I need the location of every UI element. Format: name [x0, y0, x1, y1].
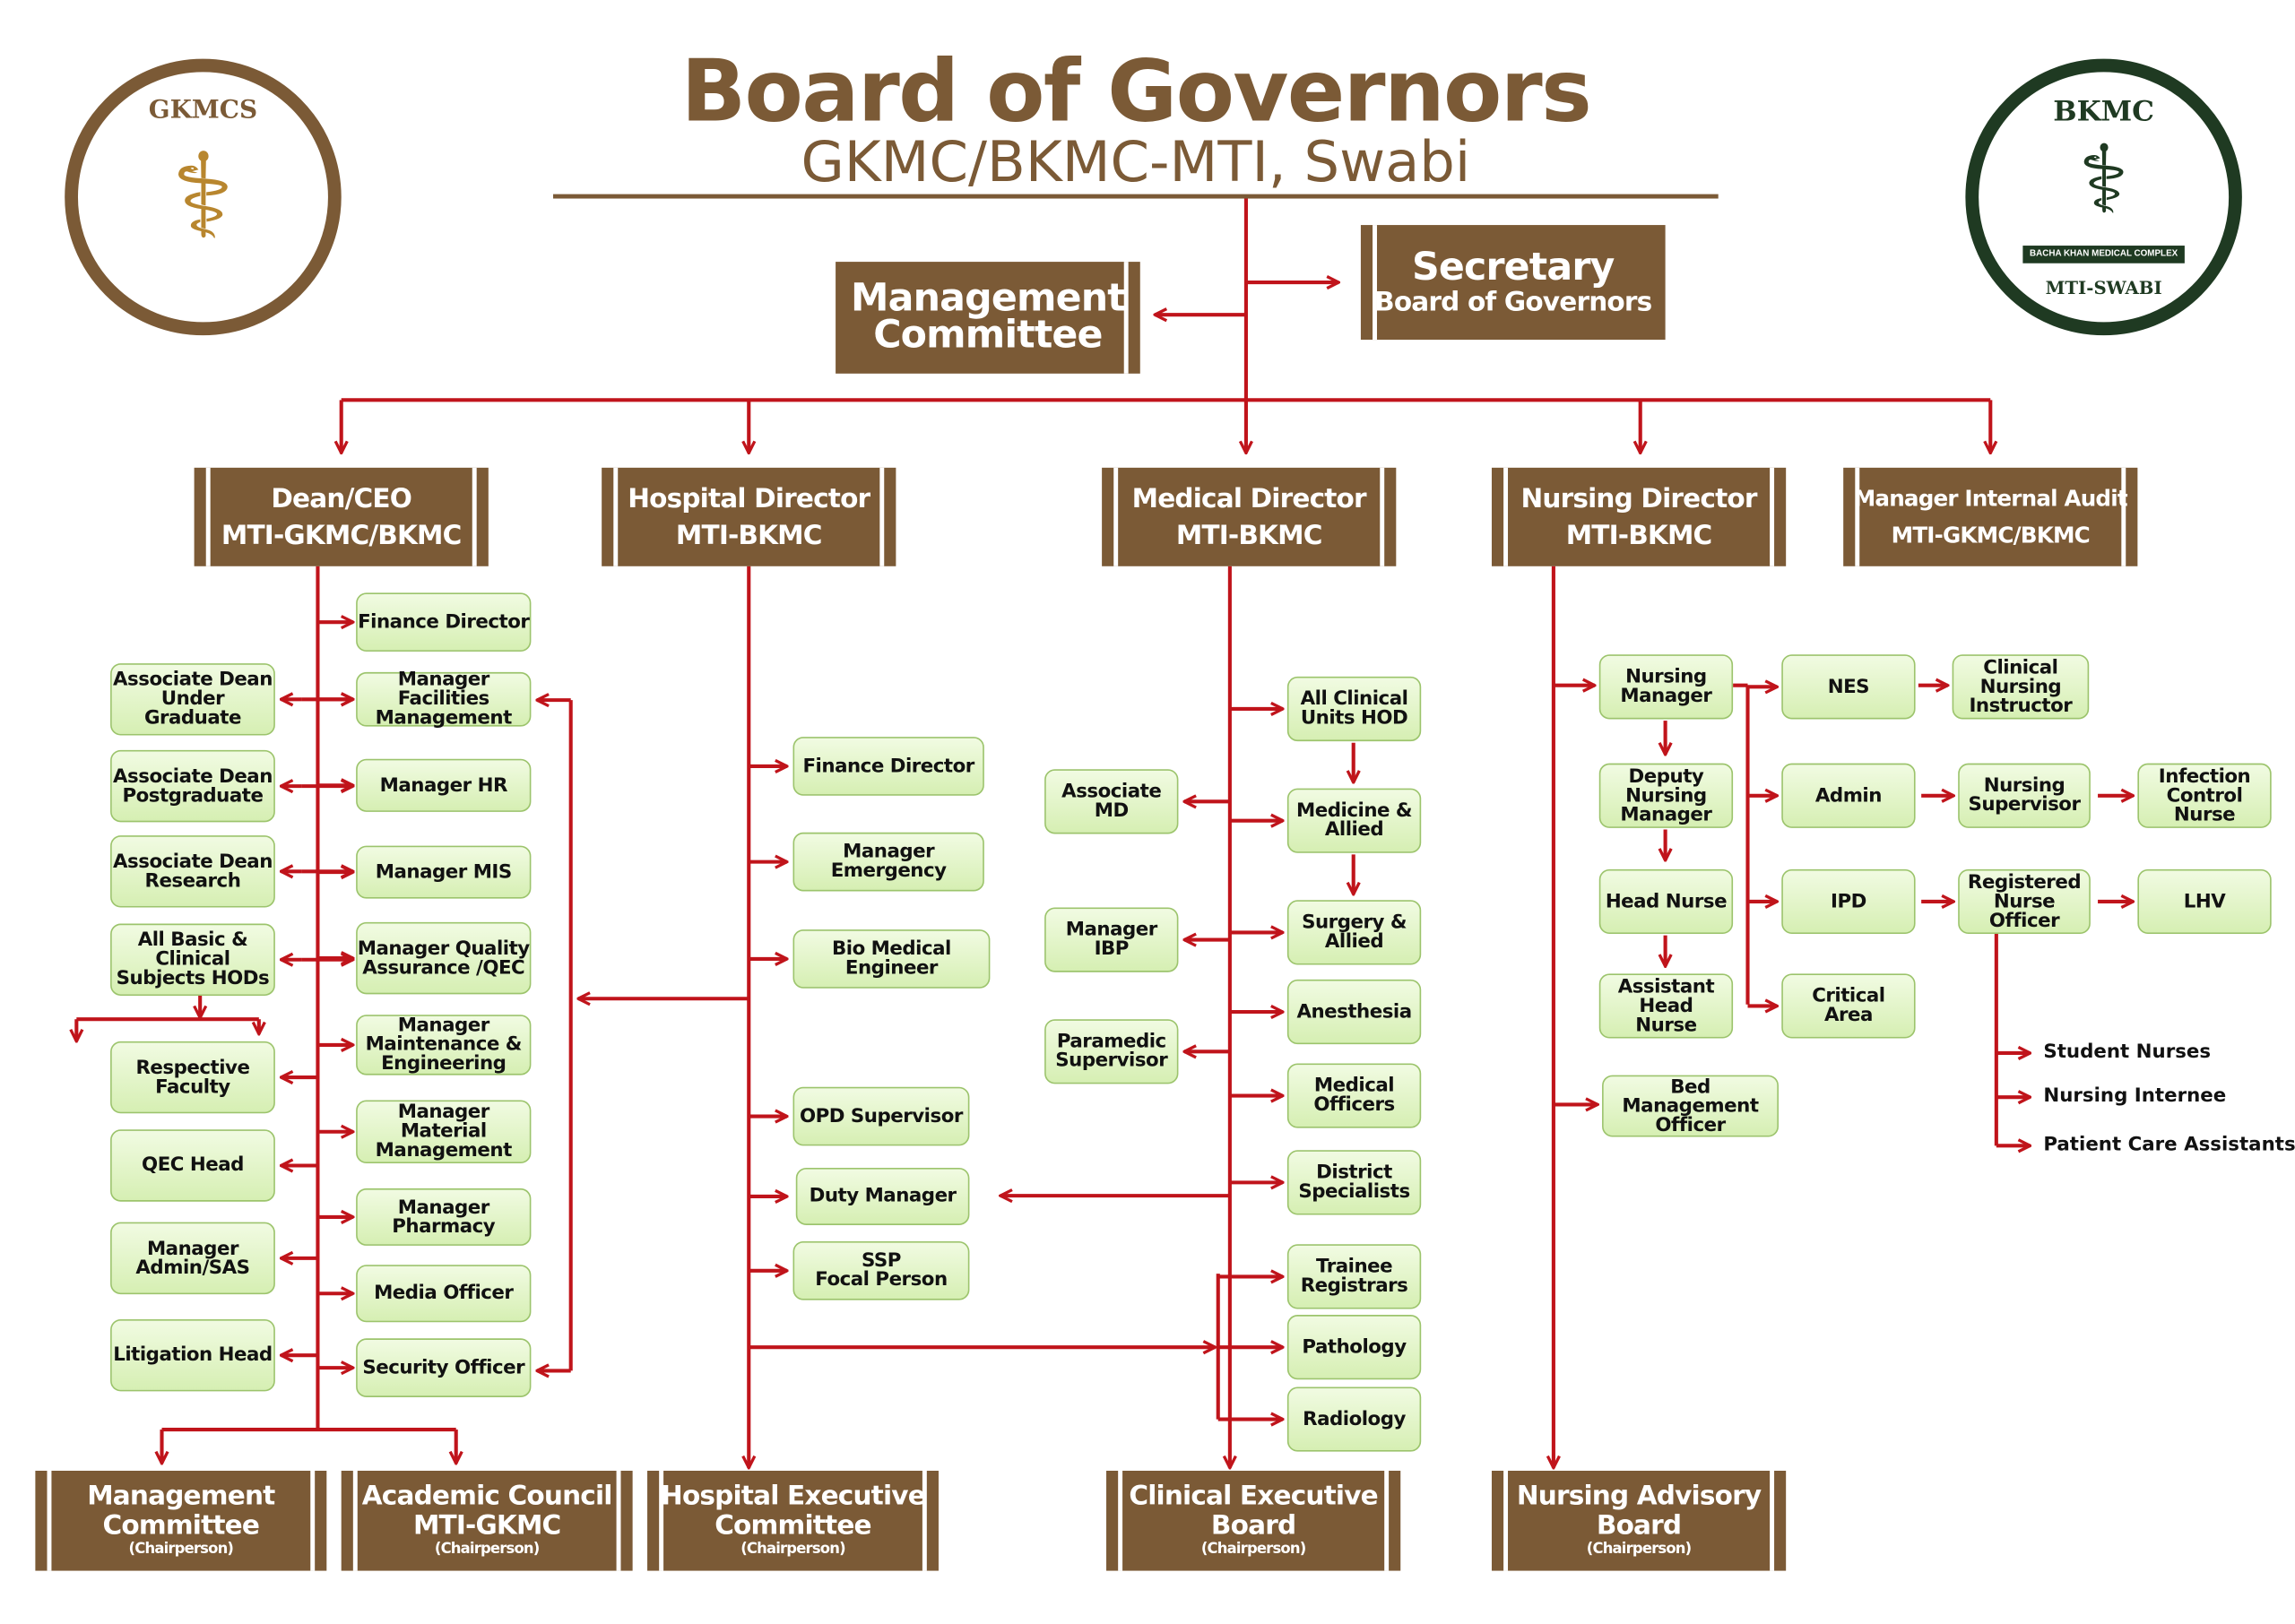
hospital-staff-box: SSP Focal Person	[792, 1241, 970, 1300]
caduceus-icon: ⚕	[170, 131, 235, 263]
hospital-director-box-title: Hospital Director	[628, 483, 870, 514]
hospital-staff-box: Manager Emergency	[792, 832, 984, 892]
medical-staff-box: Manager IBP	[1044, 907, 1179, 972]
registered-nurse-officer-box: Registered Nurse Officer	[1958, 868, 2091, 935]
clinical-nursing-instructor-box: Clinical Nursing Instructor	[1952, 654, 2090, 720]
management-committee-chair-chairperson: (Chairperson)	[128, 1541, 234, 1558]
nursing-director-box-sub: MTI-BKMC	[1565, 520, 1713, 551]
nursing-subordinate-label: Nursing Internee	[2043, 1085, 2227, 1108]
dean-academic-box: Associate Dean Under Graduate	[110, 663, 275, 736]
dean-academic-box: Associate Dean Research	[110, 835, 275, 908]
medical-unit-box: Surgery & Allied	[1286, 900, 1422, 965]
hospital-staff-box: Finance Director	[792, 737, 984, 796]
dean-staff-box: Security Officer	[356, 1338, 532, 1397]
medical-unit-box: District Specialists	[1286, 1150, 1422, 1215]
lhv-box: LHV	[2137, 868, 2272, 935]
dean-staff-box: Manager Material Management	[356, 1100, 532, 1164]
medical-unit-box: All Clinical Units HOD	[1286, 676, 1422, 742]
dean-staff-box: Manager HR	[356, 758, 532, 812]
dean-academic-box: Manager Admin/SAS	[110, 1222, 275, 1295]
management-committee-chair-title: Management Committee	[87, 1481, 275, 1542]
nursing-chain-box: Assistant Head Nurse	[1598, 973, 1734, 1039]
medical-director-box-sub: MTI-BKMC	[1175, 520, 1323, 551]
nursing-advisory-board-chairperson: (Chairperson)	[1586, 1541, 1692, 1558]
nursing-director-box-title: Nursing Director	[1520, 483, 1758, 514]
nursing-advisory-board-box: Nursing Advisory Board(Chairperson)	[1491, 1471, 1787, 1571]
medical-staff-box: Paramedic Supervisor	[1044, 1019, 1179, 1084]
infection-control-nurse-box: Infection Control Nurse	[2137, 763, 2272, 828]
title-divider	[553, 194, 1719, 199]
hospital-executive-committee-box: Hospital Executive Committee(Chairperson…	[647, 1471, 939, 1571]
secretary-title: Secretary	[1411, 246, 1615, 290]
medical-unit-box: Pathology	[1286, 1315, 1422, 1380]
management-committee-chair-box: Management Committee(Chairperson)	[35, 1471, 327, 1571]
nursing-branch-box: IPD	[1781, 868, 1916, 935]
bkmc-logo-bottom: MTI-SWABI	[2045, 278, 2162, 299]
nursing-branch-box: Admin	[1781, 763, 1916, 828]
dean-staff-box: Manager MIS	[356, 845, 532, 899]
dean-staff-box: Manager Maintenance & Engineering	[356, 1015, 532, 1075]
medical-unit-box: Medical Officers	[1286, 1063, 1422, 1128]
dean-staff-box: Media Officer	[356, 1265, 532, 1323]
page-subtitle: GKMC/BKMC-MTI, Swabi	[801, 129, 1471, 194]
dean-academic-box: Respective Faculty	[110, 1041, 275, 1114]
nursing-chain-box: Head Nurse	[1598, 868, 1734, 935]
nursing-chain-box: Deputy Nursing Manager	[1598, 763, 1734, 828]
bed-management-officer-box: Bed Management Officer	[1602, 1075, 1779, 1137]
dean-academic-box: Litigation Head	[110, 1318, 275, 1392]
hospital-executive-committee-chairperson: (Chairperson)	[740, 1541, 845, 1558]
medical-unit-box: Trainee Registrars	[1286, 1244, 1422, 1309]
medical-unit-box: Radiology	[1286, 1386, 1422, 1452]
academic-council-chairperson: (Chairperson)	[434, 1541, 540, 1558]
bkmc-logo-banner: BACHA KHAN MEDICAL COMPLEX	[2022, 246, 2185, 263]
clinical-executive-board-chairperson: (Chairperson)	[1200, 1541, 1306, 1558]
dean-staff-box: Manager Pharmacy	[356, 1188, 532, 1246]
dean-staff-box: Manager Facilities Management	[356, 670, 532, 728]
nursing-supervisor-box: Nursing Supervisor	[1958, 763, 2091, 828]
dean-academic-box: Associate Dean Postgraduate	[110, 749, 275, 823]
nursing-subordinate-label: Patient Care Assistants	[2043, 1134, 2295, 1156]
dean-staff-box: Finance Director	[356, 592, 532, 652]
nursing-branch-box: NES	[1781, 654, 1916, 720]
secretary-subtitle: Board of Governors	[1374, 286, 1652, 318]
gkmcs-logo-name: GKMCS	[148, 95, 258, 125]
manager-internal-audit-box-sub: MTI-GKMC/BKMC	[1891, 521, 2091, 549]
manager-internal-audit-box-title: Manager Internal Audit	[1853, 484, 2128, 512]
hospital-staff-box: Bio Medical Engineer	[792, 929, 991, 989]
bkmc-logo-name: BKMC	[2053, 95, 2155, 128]
hospital-director-box-sub: MTI-BKMC	[675, 520, 823, 551]
hospital-staff-box: OPD Supervisor	[792, 1086, 970, 1146]
caduceus-icon: ⚕	[2078, 126, 2130, 233]
medical-staff-box: Associate MD	[1044, 769, 1179, 834]
dean-academic-box: QEC Head	[110, 1129, 275, 1202]
page-title: Board of Governors	[680, 40, 1592, 142]
hospital-executive-committee-title: Hospital Executive Committee	[661, 1481, 926, 1542]
dean-academic-box: All Basic & Clinical Subjects HODs	[110, 923, 275, 996]
management-committee-box: Management Committee	[836, 262, 1140, 374]
nursing-subordinate-label: Student Nurses	[2043, 1041, 2212, 1064]
academic-council-title: Academic Council MTI-GKMC	[361, 1481, 613, 1542]
nursing-advisory-board-title: Nursing Advisory Board	[1516, 1481, 1762, 1542]
dean-ceo-box: Dean/CEO MTI-GKMC/BKMC	[194, 467, 489, 566]
medical-unit-box: Medicine & Allied	[1286, 788, 1422, 853]
hospital-staff-box: Duty Manager	[795, 1167, 970, 1225]
management-committee-label: Management Committee	[850, 276, 1126, 358]
medical-director-box-title: Medical Director	[1131, 483, 1367, 514]
nursing-chain-box: Nursing Manager	[1598, 654, 1734, 720]
medical-unit-box: Anesthesia	[1286, 979, 1422, 1045]
clinical-executive-board-title: Clinical Executive Board	[1129, 1481, 1378, 1542]
dean-staff-box: Manager Quality Assurance /QEC	[356, 921, 532, 995]
dean-ceo-box-title: Dean/CEO	[271, 483, 412, 514]
dean-ceo-box-sub: MTI-GKMC/BKMC	[221, 520, 462, 551]
secretary-box: Secretary Board of Governors	[1360, 225, 1666, 341]
academic-council-box: Academic Council MTI-GKMC(Chairperson)	[341, 1471, 633, 1571]
nursing-branch-box: Critical Area	[1781, 973, 1916, 1039]
clinical-executive-board-box: Clinical Executive Board(Chairperson)	[1106, 1471, 1401, 1571]
